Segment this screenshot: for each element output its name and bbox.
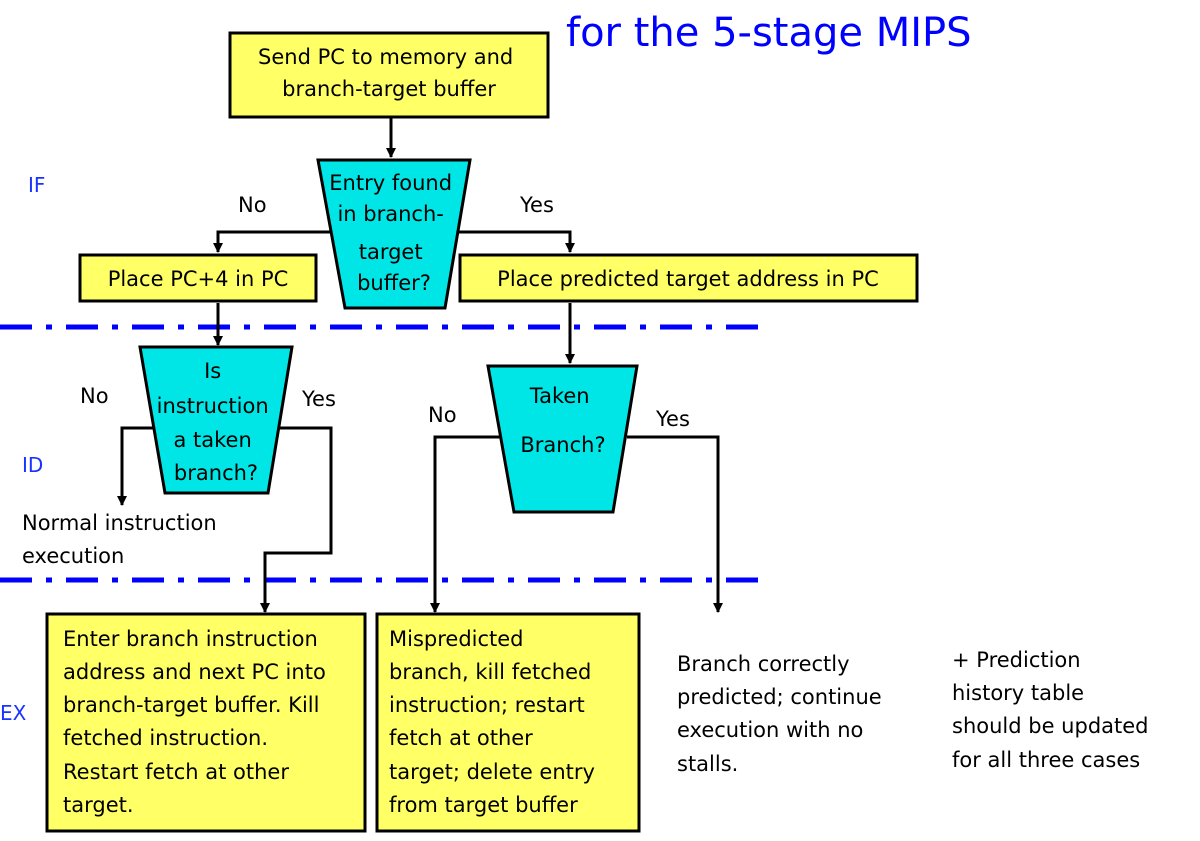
- entry-found-text: Entry found in branch- target buffer?: [329, 171, 458, 295]
- arrow-instr-yes: [260, 426, 333, 613]
- place-pc4-box: Place PC+4 in PC: [78, 253, 318, 303]
- connectors: [117, 118, 723, 613]
- label-taken-no: No: [428, 403, 457, 427]
- place-pc4-text: Place PC+4 in PC: [108, 267, 289, 291]
- label-instr-yes: Yes: [301, 387, 336, 411]
- taken-branch-decision: Taken Branch?: [486, 364, 639, 514]
- send-pc-text: Send PC to memory and branch-target buff…: [258, 45, 520, 101]
- taken-branch-text: Taken Branch?: [520, 384, 605, 457]
- enter-branch-box: Enter branch instruction address and nex…: [45, 612, 367, 833]
- arrow-taken-no: [430, 435, 503, 613]
- place-predicted-box: Place predicted target address in PC: [458, 253, 919, 303]
- stage-label-if: IF: [28, 173, 45, 197]
- normal-execution-text: Normal instruction execution: [22, 511, 223, 568]
- arrow-entry-no: [213, 230, 332, 253]
- label-entry-yes: Yes: [519, 193, 554, 217]
- is-taken-branch-decision: Is instruction a taken branch?: [138, 345, 294, 495]
- diagram-title: for the 5-stage MIPS: [566, 10, 972, 56]
- mispredicted-text: Mispredicted branch, kill fetched instru…: [389, 627, 602, 817]
- is-taken-branch-text: Is instruction a taken branch?: [157, 359, 276, 485]
- label-taken-yes: Yes: [655, 407, 690, 431]
- arrow-taken-yes: [627, 435, 723, 613]
- stage-label-ex: EX: [0, 701, 27, 725]
- mispredicted-box: Mispredicted branch, kill fetched instru…: [375, 612, 641, 833]
- stage-label-id: ID: [22, 453, 43, 477]
- send-pc-box: Send PC to memory and branch-target buff…: [228, 31, 550, 119]
- label-instr-no: No: [80, 384, 109, 408]
- arrow-entry-yes: [448, 230, 575, 253]
- enter-branch-text: Enter branch instruction address and nex…: [63, 627, 332, 817]
- entry-found-decision: Entry found in branch- target buffer?: [316, 158, 472, 310]
- label-entry-no: No: [238, 193, 267, 217]
- place-predicted-text: Place predicted target address in PC: [497, 267, 879, 291]
- correct-prediction-text: Branch correctly predicted; continue exe…: [677, 652, 888, 776]
- history-table-note: + Prediction history table should be upd…: [952, 648, 1155, 772]
- arrow-instr-no: [117, 426, 158, 506]
